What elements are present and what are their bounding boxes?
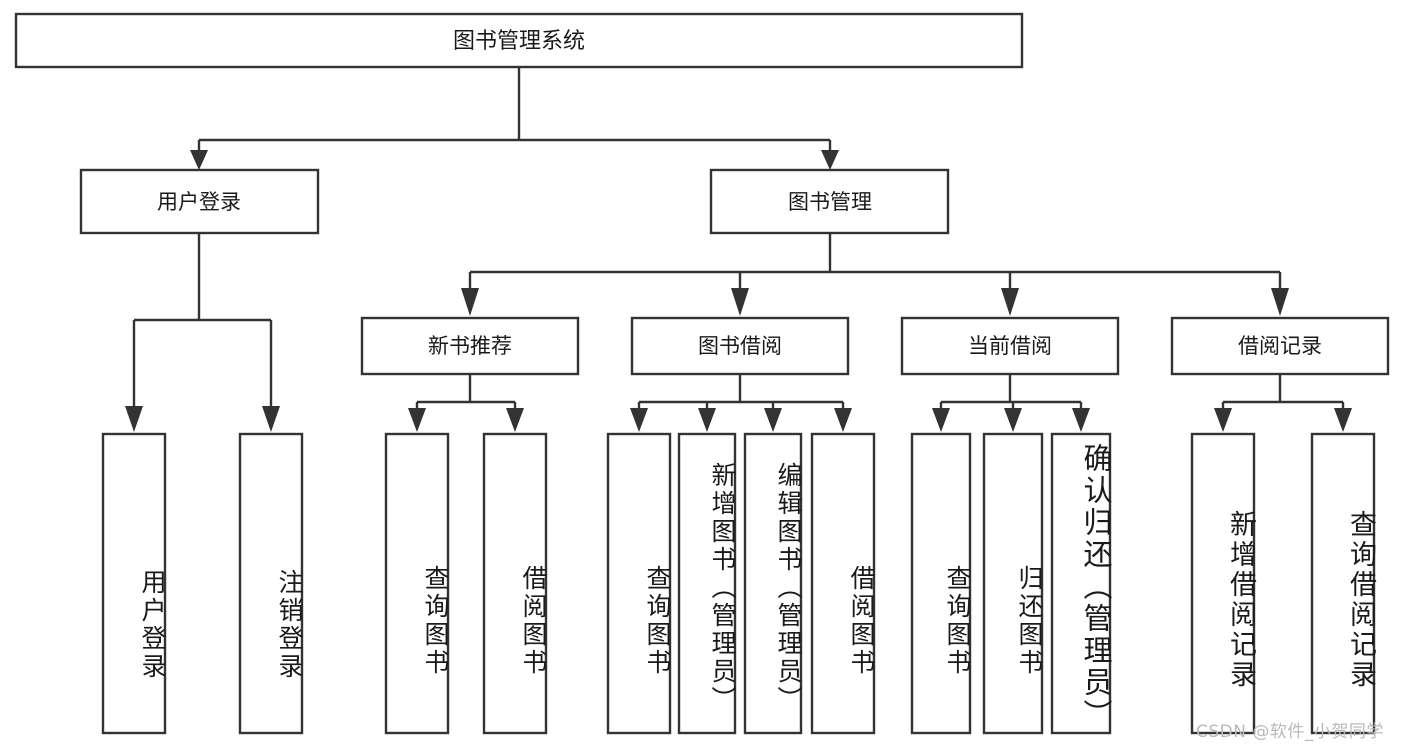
- node-user-login-box[interactable]: [79, 168, 320, 235]
- connector-group-borrow-record: [1214, 374, 1352, 432]
- connector-group-user-login: [125, 233, 280, 432]
- arrowhead-leaf-borrow-book-2: [834, 408, 852, 432]
- node-new-book-recommend-box[interactable]: [360, 316, 580, 376]
- arrowhead-leaf-borrow-book-1: [506, 408, 524, 432]
- node-leaf-borrow-book-1-box[interactable]: [482, 432, 548, 735]
- node-user-login[interactable]: 用户登录: [79, 168, 320, 235]
- arrowhead-leaf-query-book-3: [932, 408, 950, 432]
- node-borrow-record[interactable]: 借阅记录: [1170, 316, 1390, 376]
- arrowhead-leaf-query-record: [1334, 408, 1352, 432]
- arrowhead-book-manage: [821, 150, 839, 170]
- node-leaf-return-book-box[interactable]: [982, 432, 1044, 735]
- node-current-borrow-box[interactable]: [900, 316, 1120, 376]
- connector-group-root: [190, 67, 839, 170]
- node-book-manage-box[interactable]: [709, 168, 950, 235]
- arrowhead-leaf-edit-book: [764, 408, 782, 432]
- node-borrow-record-box[interactable]: [1170, 316, 1390, 376]
- arrowhead-leaf-query-book-1: [408, 408, 426, 432]
- arrowhead-book-borrow: [731, 288, 749, 316]
- arrowhead-leaf-query-book-2: [630, 408, 648, 432]
- arrowhead-leaf-confirm-return: [1072, 408, 1090, 432]
- node-leaf-add-book-box[interactable]: [677, 432, 737, 735]
- node-leaf-user-logout-box[interactable]: [238, 432, 304, 735]
- node-user-login-label: 用户登录: [157, 190, 241, 214]
- arrowhead-user-login: [190, 150, 208, 170]
- node-borrow-record-label: 借阅记录: [1238, 334, 1322, 358]
- node-root-label: 图书管理系统: [453, 29, 585, 54]
- connector-group-new-book-recommend: [408, 374, 524, 432]
- node-leaf-borrow-book-2-box[interactable]: [810, 432, 876, 735]
- node-book-borrow[interactable]: 图书借阅: [630, 316, 850, 376]
- node-book-borrow-label: 图书借阅: [698, 334, 782, 358]
- arrowhead-leaf-user-login: [125, 406, 143, 432]
- node-current-borrow-label: 当前借阅: [968, 334, 1052, 358]
- arrowhead-leaf-add-record: [1214, 408, 1232, 432]
- arrowhead-leaf-add-book: [698, 408, 716, 432]
- node-leaf-query-book-3-box[interactable]: [910, 432, 972, 735]
- node-new-book-recommend-label: 新书推荐: [428, 334, 512, 358]
- arrowhead-new-book-recommend: [461, 288, 479, 316]
- node-root-box[interactable]: [14, 12, 1024, 69]
- arrowhead-current-borrow: [1001, 288, 1019, 316]
- arrowhead-leaf-return-book: [1004, 408, 1022, 432]
- node-leaf-query-book-2-box[interactable]: [606, 432, 672, 735]
- node-leaf-query-book-1-box[interactable]: [384, 432, 450, 735]
- node-book-manage[interactable]: 图书管理: [709, 168, 950, 235]
- connector-group-book-borrow: [630, 374, 852, 432]
- node-leaf-edit-book-box[interactable]: [743, 432, 803, 735]
- csdn-watermark: CSDN @软件_小贺同学: [1196, 722, 1384, 742]
- node-leaf-query-record-box[interactable]: [1310, 432, 1376, 735]
- node-leaf-user-login-box[interactable]: [101, 432, 167, 735]
- node-book-manage-label: 图书管理: [788, 190, 872, 214]
- arrowhead-leaf-user-logout: [262, 406, 280, 432]
- connector-group-current-borrow: [932, 374, 1090, 432]
- node-new-book-recommend[interactable]: 新书推荐: [360, 316, 580, 376]
- node-current-borrow[interactable]: 当前借阅: [900, 316, 1120, 376]
- connector-group-book-manage: [461, 233, 1289, 316]
- node-book-borrow-box[interactable]: [630, 316, 850, 376]
- node-leaf-add-record-box[interactable]: [1190, 432, 1256, 735]
- node-root[interactable]: 图书管理系统: [14, 12, 1024, 69]
- node-leaf-confirm-return-box[interactable]: [1050, 432, 1112, 735]
- arrowhead-borrow-record: [1271, 288, 1289, 316]
